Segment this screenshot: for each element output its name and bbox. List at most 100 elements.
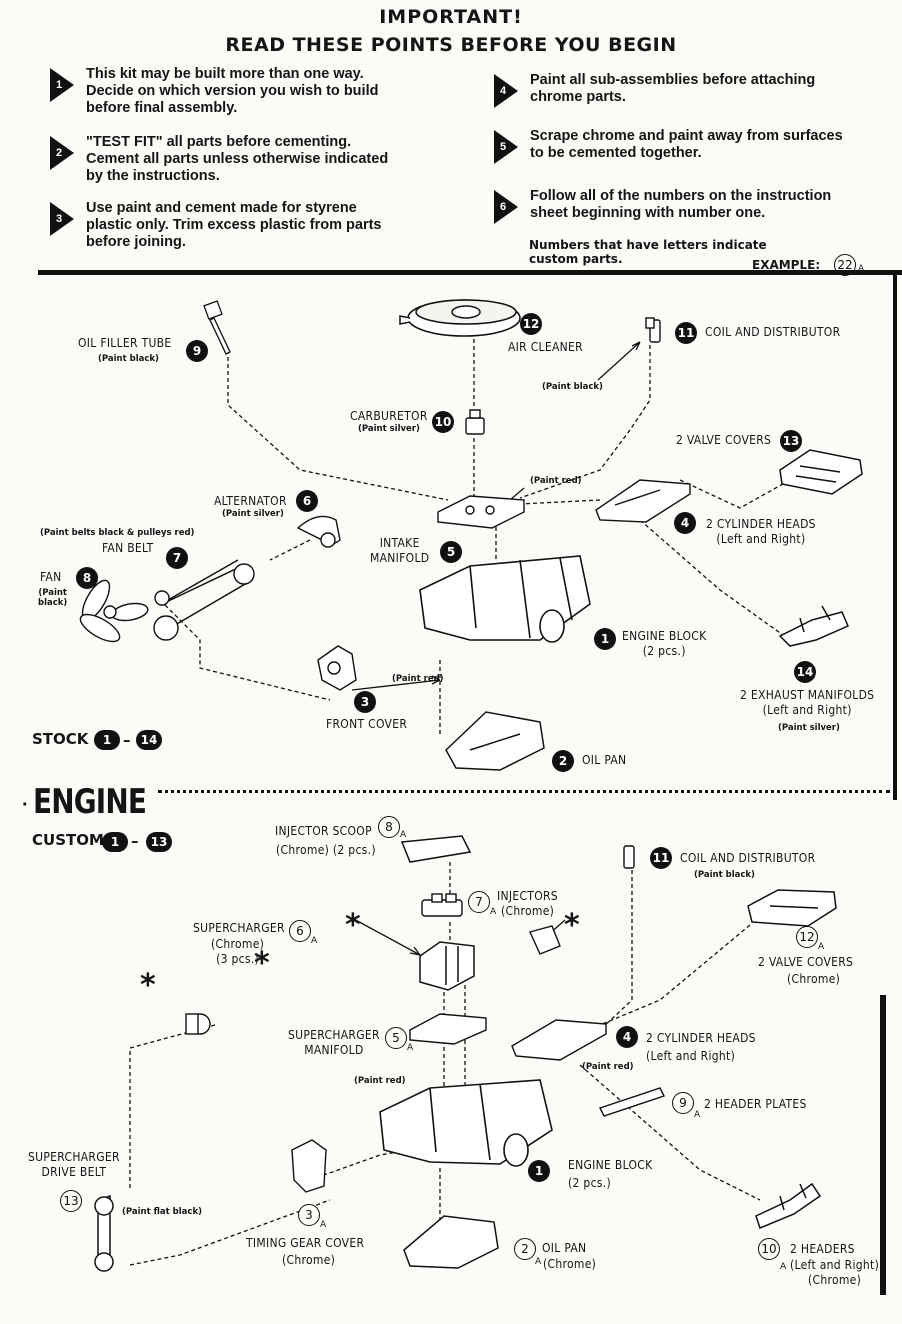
step-text: "TEST FIT" all parts before cementing. C… — [86, 134, 389, 184]
part-number-4: 4 — [674, 512, 696, 534]
label-valve-covers: 2 VALVE COVERS — [676, 433, 772, 447]
label-intake-manifold: INTAKE MANIFOLD — [370, 536, 430, 565]
label-fan-belt: FAN BELT — [102, 541, 154, 555]
asterisk-marker: * — [564, 908, 580, 943]
note-intake-manifold: (Paint red) — [530, 476, 582, 486]
label-supercharger-drive-belt: SUPERCHARGER DRIVE BELT — [28, 1150, 120, 1179]
instruction-step-4: 4 Paint all sub-assemblies before attach… — [494, 72, 815, 108]
part-number-12: 12 — [520, 313, 542, 335]
part-number-3a: 3 — [298, 1204, 320, 1226]
part-number-2a: 2 — [514, 1238, 536, 1260]
part-number-2: 2 — [552, 750, 574, 772]
part-number-13: 13 — [60, 1190, 82, 1212]
part-letter: A — [818, 942, 825, 952]
note-drive-belt: (Paint flat black) — [122, 1207, 202, 1217]
label-coil-distributor: COIL AND DISTRIBUTOR — [680, 851, 816, 865]
part-number-4: 4 — [616, 1026, 638, 1048]
instruction-step-3: 3 Use paint and cement made for styrene … — [50, 200, 382, 251]
label-oil-pan: OIL PAN — [542, 1241, 587, 1255]
sub-headers: (Left and Right) (Chrome) — [790, 1258, 880, 1287]
label-carburetor: CARBURETOR — [350, 409, 428, 423]
label-header-plates: 2 HEADER PLATES — [704, 1097, 807, 1111]
range-dash: – — [131, 832, 139, 850]
part-number-9a: 9 — [672, 1092, 694, 1114]
letters-note: Numbers that have letters indicate custo… — [529, 238, 767, 266]
part-number-6a: 6 — [289, 920, 311, 942]
part-number-5: 5 — [440, 541, 462, 563]
right-edge-rule — [893, 270, 897, 800]
stock-range-end: 14 — [136, 730, 162, 750]
note-front-cover: (Paint red) — [392, 674, 444, 684]
note-carburetor: (Paint silver) — [358, 424, 420, 434]
sub-injector-scoop: (Chrome) (2 pcs.) — [276, 843, 376, 857]
sub-engine-block: (2 pcs.) — [568, 1176, 611, 1190]
heading-leader-dots — [158, 790, 890, 793]
sub-cylinder-heads: (Left and Right) — [646, 1049, 736, 1063]
part-number-10: 10 — [432, 411, 454, 433]
part-number-1: 1 — [594, 628, 616, 650]
part-number-8a: 8 — [378, 816, 400, 838]
stock-label: STOCK — [32, 730, 89, 748]
part-number-11: 11 — [675, 322, 697, 344]
sub-injectors: (Chrome) — [501, 904, 555, 918]
part-number-10a: 10 — [758, 1238, 780, 1260]
part-number-5a: 5 — [385, 1027, 407, 1049]
instruction-step-2: 2 "TEST FIT" all parts before cementing.… — [50, 134, 388, 185]
label-headers: 2 HEADERS — [790, 1242, 855, 1256]
part-number-7: 7 — [166, 547, 188, 569]
asterisk-marker: * — [345, 908, 361, 943]
note-fan-belt: (Paint belts black & pulleys red) — [40, 528, 195, 538]
part-number-3: 3 — [354, 691, 376, 713]
label-injector-scoop: INJECTOR SCOOP — [275, 824, 372, 838]
label-fan: FAN — [40, 570, 62, 584]
label-injectors: INJECTORS — [497, 889, 558, 903]
part-number-12a: 12 — [796, 926, 818, 948]
right-edge-rule — [880, 995, 886, 1295]
step-text: Use paint and cement made for styrene pl… — [86, 200, 382, 250]
part-number-14: 14 — [794, 661, 816, 683]
range-dash: – — [123, 731, 131, 749]
sub-oil-pan: (Chrome) — [543, 1257, 597, 1271]
note-supercharger-manifold: (Paint red) — [354, 1076, 406, 1086]
stock-range-start: 1 — [94, 730, 120, 750]
custom-range-end: 13 — [146, 832, 172, 852]
note-coil-distributor: (Paint black) — [542, 382, 603, 392]
asterisk-marker: * — [254, 946, 270, 981]
label-timing-gear-cover: TIMING GEAR COVER — [246, 1236, 365, 1250]
note-oil-filler-tube: (Paint black) — [98, 354, 159, 364]
custom-label: CUSTOM — [32, 831, 104, 849]
part-letter: A — [490, 907, 497, 917]
part-letter: A — [400, 830, 407, 840]
example-letter: A — [858, 264, 865, 274]
instruction-step-1: 1 This kit may be built more than one wa… — [50, 66, 378, 117]
label-cylinder-heads: 2 CYLINDER HEADS — [646, 1031, 756, 1045]
part-number-7a: 7 — [468, 891, 490, 913]
label-air-cleaner: AIR CLEANER — [508, 340, 583, 354]
note-coil-distributor: (Paint black) — [694, 870, 755, 880]
part-letter: A — [407, 1043, 414, 1053]
label-cylinder-heads: 2 CYLINDER HEADS (Left and Right) — [706, 517, 816, 546]
asterisk-marker: * — [140, 968, 156, 1003]
sub-valve-covers: (Chrome) — [787, 972, 841, 986]
header-divider — [38, 270, 902, 275]
label-front-cover: FRONT COVER — [326, 717, 408, 731]
part-number-13: 13 — [780, 430, 802, 452]
custom-range-start: 1 — [102, 832, 128, 852]
heading-bullet: · — [22, 794, 29, 816]
part-letter: A — [780, 1262, 787, 1272]
header-subtitle: READ THESE POINTS BEFORE YOU BEGIN — [225, 34, 677, 56]
step-text: Follow all of the numbers on the instruc… — [530, 188, 832, 221]
note-exhaust-manifolds: (Paint silver) — [778, 723, 840, 733]
label-coil-distributor: COIL AND DISTRIBUTOR — [705, 325, 841, 339]
sub-timing-gear-cover: (Chrome) — [282, 1253, 336, 1267]
part-number-8: 8 — [76, 567, 98, 589]
label-supercharger: SUPERCHARGER — [193, 921, 285, 935]
step-text: This kit may be built more than one way.… — [86, 66, 379, 116]
note-header-plates: (Paint red) — [582, 1062, 634, 1072]
part-letter: A — [535, 1257, 542, 1267]
part-number-9: 9 — [186, 340, 208, 362]
part-number-1: 1 — [528, 1160, 550, 1182]
instruction-step-6: 6 Follow all of the numbers on the instr… — [494, 188, 831, 224]
note-alternator: (Paint silver) — [222, 509, 284, 519]
